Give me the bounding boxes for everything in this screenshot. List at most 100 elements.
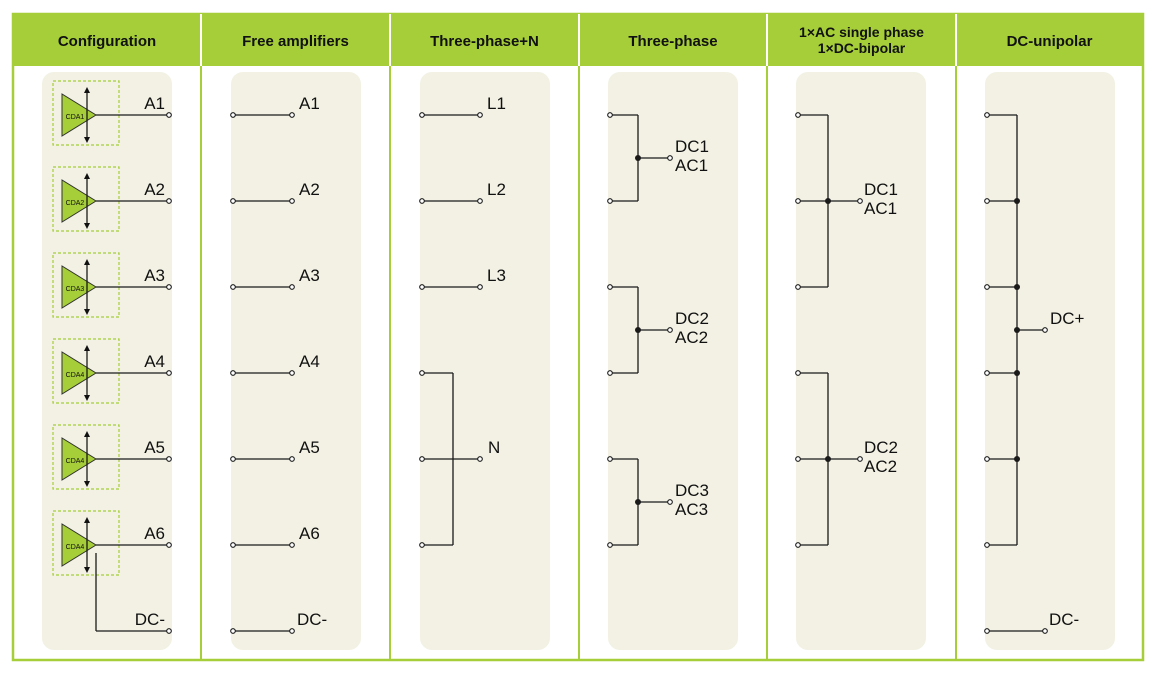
phase-label: L2 (487, 180, 506, 199)
terminal (419, 456, 425, 462)
terminal (166, 370, 172, 376)
amplifier-box (52, 510, 120, 576)
output-label: A4 (299, 352, 320, 371)
amplifier-box (52, 80, 120, 146)
terminal (419, 198, 425, 204)
terminal (984, 112, 990, 118)
amplifier-triangle (61, 179, 97, 223)
header-label: 1×DC-bipolar (818, 40, 906, 56)
terminal (289, 198, 295, 204)
terminal (230, 370, 236, 376)
terminal (607, 112, 613, 118)
amplifier-chip-label: CDA2 (66, 200, 85, 207)
amplifier-chip-label: CDA1 (66, 114, 85, 121)
dc-label: DC2 (675, 309, 709, 328)
common-label: DC- (297, 610, 327, 629)
terminal (419, 284, 425, 290)
arrow-head-down (84, 137, 90, 143)
terminal (607, 198, 613, 204)
dc-unipolar-column: DC+ DC- (984, 112, 1085, 634)
header-label: Configuration (58, 33, 156, 50)
terminal (230, 112, 236, 118)
dc-label: DC2 (864, 438, 898, 457)
terminal (289, 112, 295, 118)
terminal (795, 198, 801, 204)
terminal (795, 284, 801, 290)
header-label: DC-unipolar (1007, 33, 1093, 50)
terminal (984, 284, 990, 290)
terminal (984, 542, 990, 548)
terminal (289, 284, 295, 290)
dc-plus-label: DC+ (1050, 309, 1085, 328)
ac-label: AC1 (864, 199, 897, 218)
table-background (11, 12, 1145, 662)
arrow-head-down (84, 309, 90, 315)
terminal (984, 628, 990, 634)
panel (985, 72, 1115, 650)
terminal (166, 284, 172, 290)
panel (608, 72, 738, 650)
phase-label: L3 (487, 266, 506, 285)
arrow-head-up (84, 517, 90, 523)
terminal (419, 370, 425, 376)
header-label: Free amplifiers (242, 33, 349, 50)
terminal (477, 198, 483, 204)
arrow-head-up (84, 431, 90, 437)
common-label: DC- (135, 610, 165, 629)
amplifier-triangle (61, 93, 97, 137)
output-label: A5 (144, 438, 165, 457)
terminal (607, 456, 613, 462)
amplifier-triangle (61, 437, 97, 481)
terminal (289, 456, 295, 462)
header-label: Three-phase+N (430, 33, 539, 50)
amplifier-box (52, 338, 120, 404)
terminal (477, 456, 483, 462)
amplifier-box (52, 166, 120, 232)
output-label: A1 (144, 94, 165, 113)
terminal (477, 284, 483, 290)
terminal (607, 370, 613, 376)
output-label: A3 (144, 266, 165, 285)
arrow-head-up (84, 173, 90, 179)
panel (420, 72, 550, 650)
output-label: A6 (299, 524, 320, 543)
arrow-head-down (84, 481, 90, 487)
terminal (1042, 327, 1048, 333)
dc-label: DC1 (675, 137, 709, 156)
dc-label: DC1 (864, 180, 898, 199)
terminal (795, 542, 801, 548)
terminal (230, 198, 236, 204)
output-label: A6 (144, 524, 165, 543)
terminal (230, 542, 236, 548)
output-label: A5 (299, 438, 320, 457)
terminal (667, 155, 673, 161)
header-row: Configuration Free amplifiers Three-phase+… (58, 24, 1093, 56)
dc-label: DC3 (675, 481, 709, 500)
dc-minus-label: DC- (1049, 610, 1079, 629)
output-label: A2 (144, 180, 165, 199)
ac-label: AC1 (675, 156, 708, 175)
terminal (857, 198, 863, 204)
ac-label: AC3 (675, 500, 708, 519)
amplifier-chip-label: CDA4 (66, 372, 85, 379)
terminal (419, 112, 425, 118)
amplifier-triangle (61, 523, 97, 567)
arrow-head-down (84, 395, 90, 401)
amplifier-chip-label: CDA4 (66, 544, 85, 551)
arrow-head-up (84, 87, 90, 93)
arrow-head-up (84, 259, 90, 265)
panel (42, 72, 172, 650)
terminal (984, 456, 990, 462)
amplifier-triangle (61, 265, 97, 309)
terminal (289, 628, 295, 634)
neutral-label: N (488, 438, 500, 457)
terminal (984, 198, 990, 204)
arrow-head-up (84, 345, 90, 351)
amplifier-triangle (61, 351, 97, 395)
terminal (857, 456, 863, 462)
